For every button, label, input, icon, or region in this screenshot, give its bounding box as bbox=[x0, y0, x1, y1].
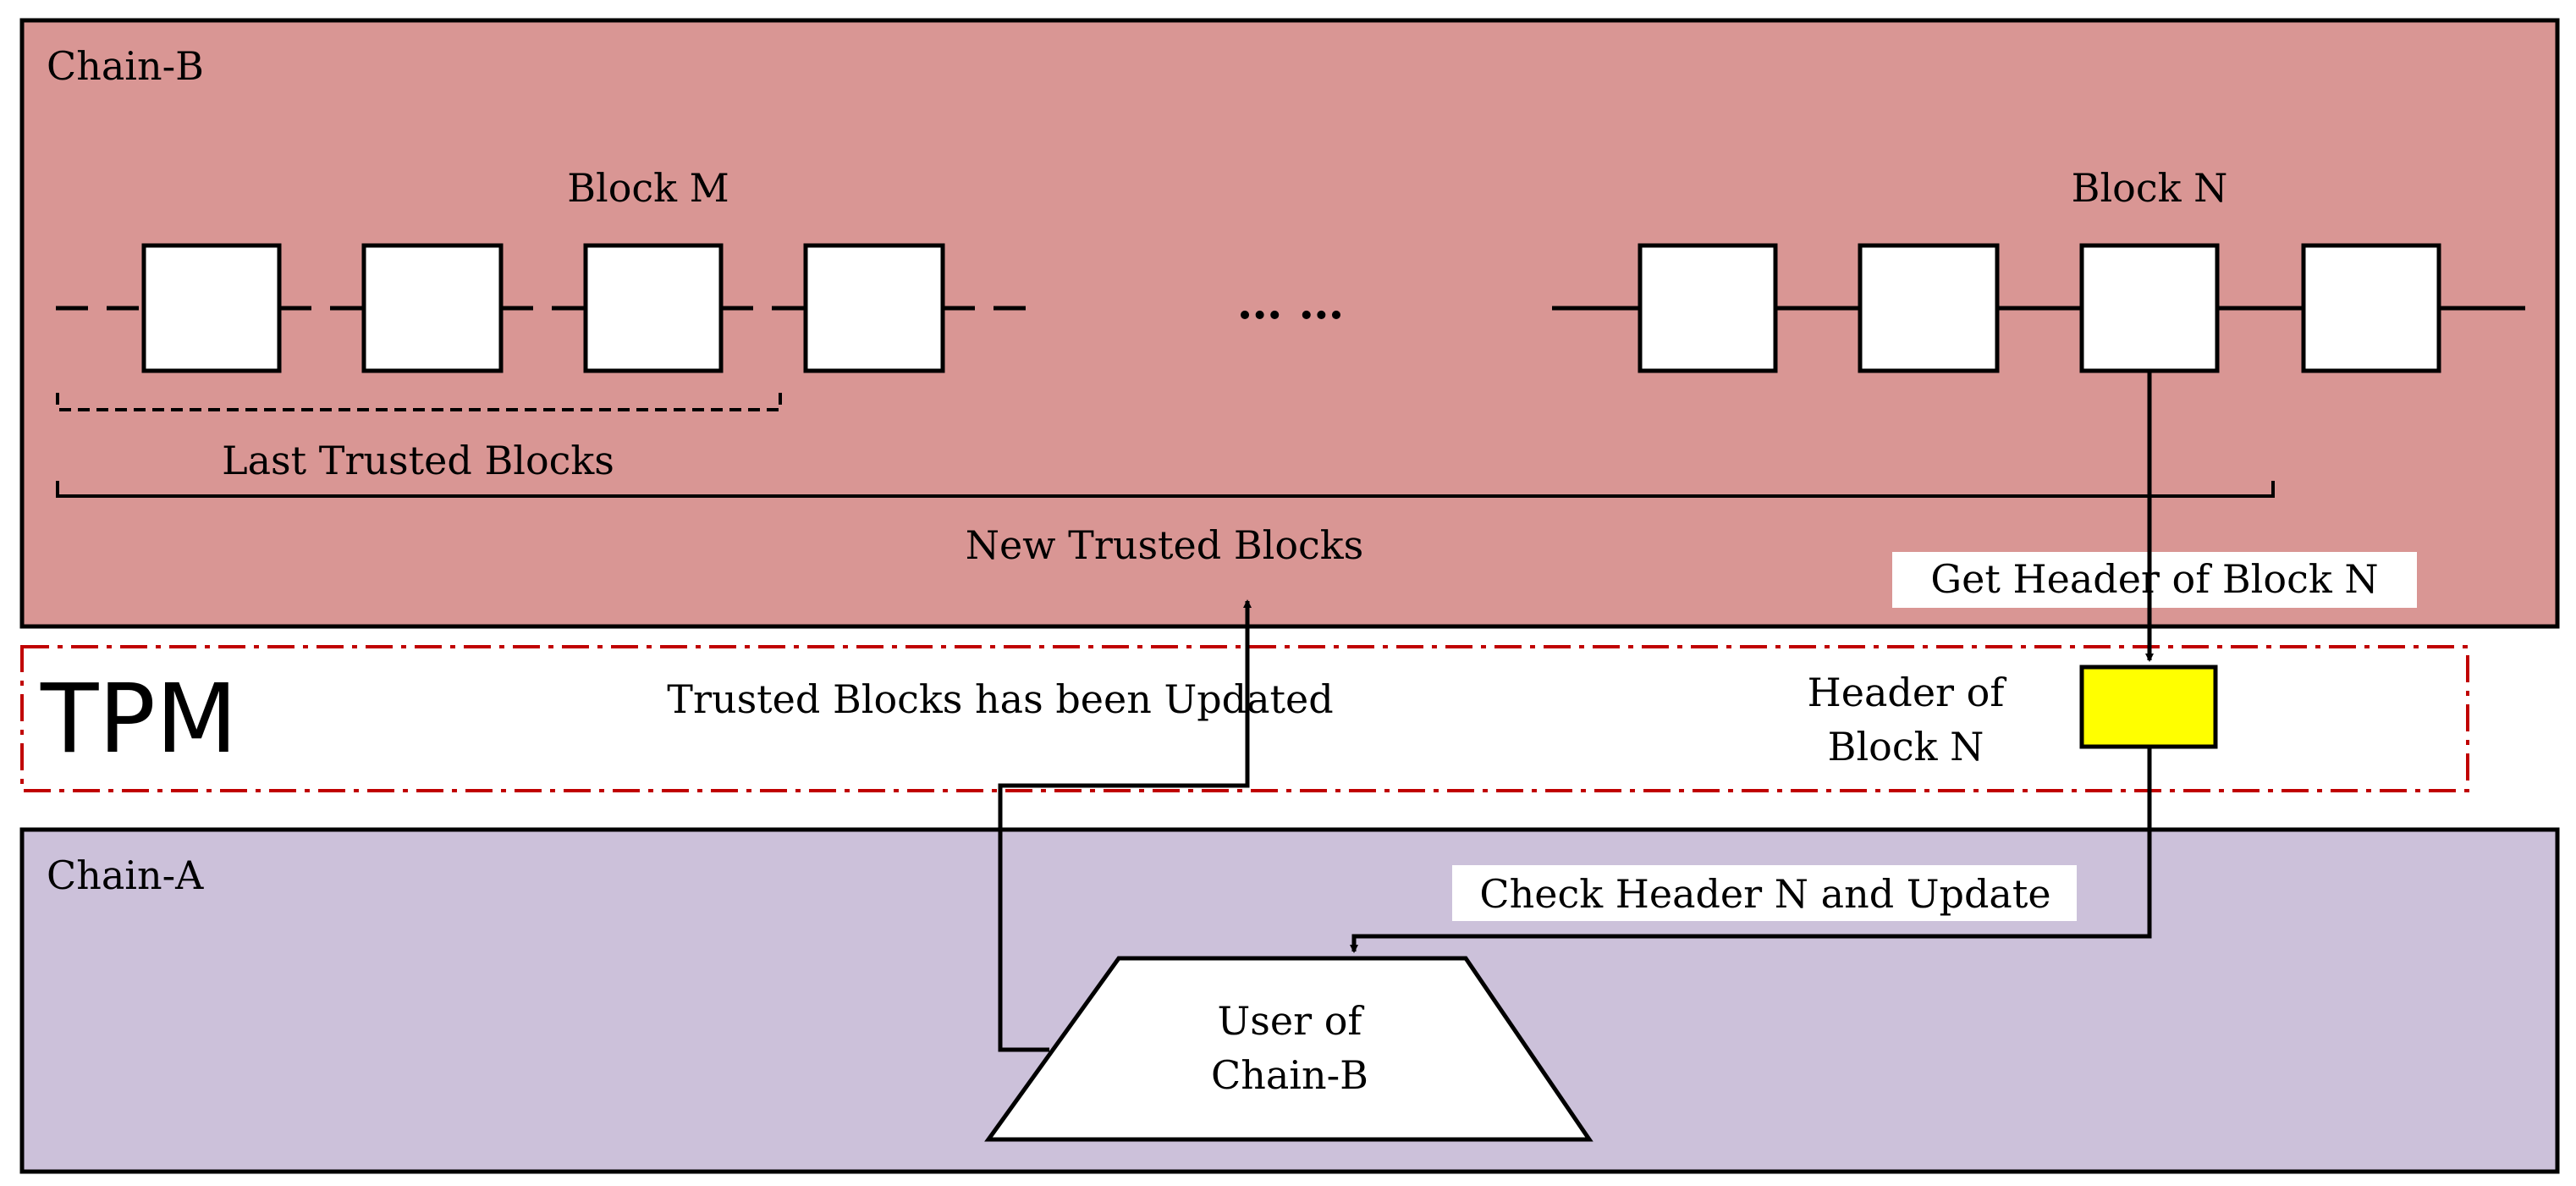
user-label-line2: Chain-B bbox=[1211, 1052, 1368, 1098]
block-right-2 bbox=[1858, 243, 2000, 373]
block-m-label: Block M bbox=[567, 165, 729, 211]
user-of-chain-b-trapezoid bbox=[984, 956, 1593, 1142]
block-right-4 bbox=[2301, 243, 2441, 373]
block-n-label: Block N bbox=[2072, 165, 2228, 211]
block-left-2 bbox=[361, 243, 504, 373]
block-left-1 bbox=[141, 243, 282, 373]
block-right-1 bbox=[1638, 243, 1778, 373]
new-trusted-label: New Trusted Blocks bbox=[966, 522, 1364, 568]
chain-b-panel: Chain-B Block M … … Block N bbox=[19, 18, 2560, 629]
block-n bbox=[2079, 243, 2220, 373]
connectors bbox=[998, 371, 2154, 1052]
chain-ellipsis: … … bbox=[1237, 275, 1345, 329]
chain-a-title: Chain-A bbox=[47, 852, 204, 898]
chain-a-panel: Chain-A Check Header N and Update User o… bbox=[19, 827, 2560, 1174]
updated-label: Trusted Blocks has been Updated bbox=[667, 676, 1333, 722]
check-label-bg bbox=[1452, 865, 2077, 921]
get-header-label: Get Header of Block N bbox=[1930, 556, 2378, 602]
chain-b-title: Chain-B bbox=[47, 43, 204, 89]
header-label-line1: Header of bbox=[1808, 670, 2007, 715]
arrow-trusted-updated bbox=[998, 599, 1252, 1052]
new-trusted-bracket bbox=[56, 481, 2275, 498]
tpm-band: TPM Trusted Blocks has been Updated Head… bbox=[20, 645, 2469, 792]
last-trusted-bracket bbox=[56, 393, 782, 411]
user-label-line1: User of bbox=[1218, 998, 1365, 1044]
block-m bbox=[583, 243, 724, 373]
header-label-line2: Block N bbox=[1828, 724, 1984, 770]
tpm-border bbox=[20, 645, 2469, 792]
last-trusted-label: Last Trusted Blocks bbox=[222, 438, 614, 483]
block-left-4 bbox=[803, 243, 945, 373]
tpm-title: TPM bbox=[40, 665, 238, 775]
get-header-label-bg bbox=[1892, 552, 2417, 608]
header-block-n bbox=[2079, 665, 2218, 749]
arrow-check-header bbox=[1350, 747, 2152, 953]
check-label: Check Header N and Update bbox=[1479, 871, 2050, 917]
